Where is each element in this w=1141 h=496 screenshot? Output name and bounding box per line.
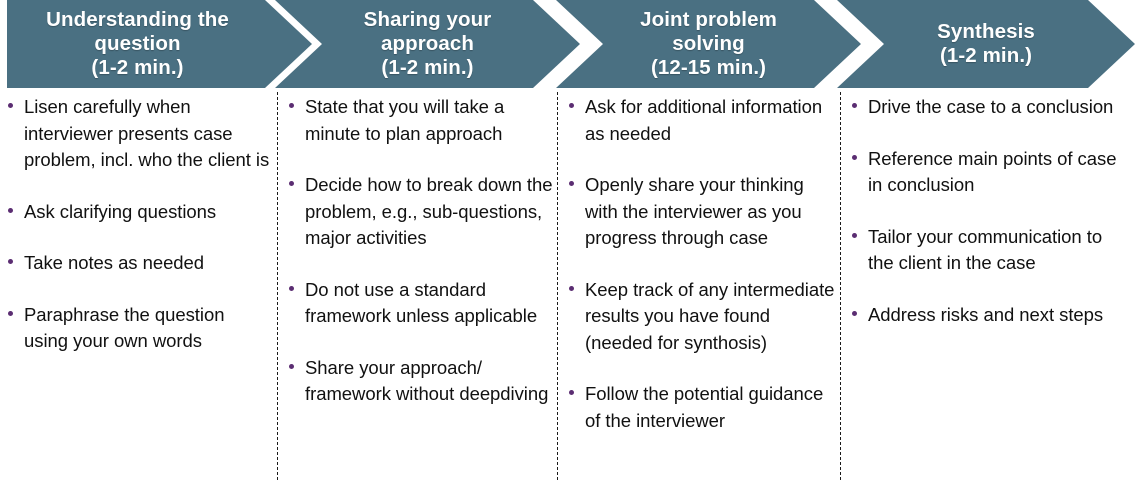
bullet-dot-icon <box>569 390 574 395</box>
list-item-text: State that you will take a minute to pla… <box>305 96 505 144</box>
column-divider-3 <box>840 92 841 480</box>
bullet-dot-icon <box>8 259 13 264</box>
list-item-text: Lisen carefully when interviewer present… <box>24 96 270 170</box>
list-item: Openly share your thinking with the inte… <box>567 172 837 252</box>
phase-column-joint-problem-solving: Ask for additional information as needed… <box>567 94 837 434</box>
bullet-list-4: Drive the case to a conclusion Reference… <box>850 94 1122 328</box>
list-item-text: Follow the potential guidance of the int… <box>585 383 824 431</box>
list-item: Paraphrase the question using your own w… <box>6 302 272 355</box>
bullet-list-1: Lisen carefully when interviewer present… <box>6 94 272 355</box>
phase-chevron-joint-problem-solving[interactable]: Joint problem solving (12-15 min.) <box>556 0 861 88</box>
phase-chevron-understanding-the-question[interactable]: Understanding the question (1-2 min.) <box>7 0 312 88</box>
list-item-text: Tailor your communication to the client … <box>868 225 1103 274</box>
bullet-dot-icon <box>289 363 294 369</box>
list-item: Ask clarifying questions <box>6 199 272 226</box>
bullet-dot-icon <box>8 103 13 108</box>
list-item: Follow the potential guidance of the int… <box>567 381 837 434</box>
list-item-text: Share your approach/ framework without d… <box>305 356 549 405</box>
list-item-text: Keep track of any intermediate results y… <box>585 278 835 353</box>
phase-column-synthesis: Drive the case to a conclusion Reference… <box>850 94 1122 328</box>
phase-column-sharing-your-approach: State that you will take a minute to pla… <box>287 94 555 408</box>
bullet-dot-icon <box>852 103 857 108</box>
bullet-dot-icon <box>852 154 857 160</box>
list-item-text: Paraphrase the question using your own w… <box>24 303 225 352</box>
list-item-text: Ask clarifying questions <box>24 200 217 222</box>
bullet-dot-icon <box>289 181 294 186</box>
list-item: Reference main points of case in conclus… <box>850 146 1122 199</box>
list-item: Keep track of any intermediate results y… <box>567 277 837 357</box>
list-item: Ask for additional information as needed <box>567 94 837 147</box>
phase-chevron-synthesis[interactable]: Synthesis (1-2 min.) <box>837 0 1135 88</box>
bullet-dot-icon <box>569 181 574 186</box>
phase-column-understanding-the-question: Lisen carefully when interviewer present… <box>6 94 272 355</box>
list-item-text: Take notes as needed <box>24 252 205 273</box>
bullet-dot-icon <box>8 207 13 213</box>
bullet-dot-icon <box>569 103 574 108</box>
list-item-text: Do not use a standard framework unless a… <box>305 278 538 327</box>
column-divider-2 <box>557 92 558 480</box>
list-item: Decide how to break down the problem, e.… <box>287 172 555 252</box>
list-item-text: Ask for additional information as needed <box>585 96 823 144</box>
bullet-dot-icon <box>852 232 857 238</box>
list-item: Do not use a standard framework unless a… <box>287 277 555 330</box>
phase-chevron-sharing-your-approach[interactable]: Sharing your approach (1-2 min.) <box>275 0 580 88</box>
phase-header-band: Understanding the question (1-2 min.) Sh… <box>0 0 1141 88</box>
phase-title-1: Understanding the question (1-2 min.) <box>46 8 229 79</box>
list-item: Take notes as needed <box>6 250 272 277</box>
bullet-dot-icon <box>8 310 13 316</box>
bullet-dot-icon <box>289 103 294 108</box>
list-item-text: Decide how to break down the problem, e.… <box>305 174 553 248</box>
column-divider-1 <box>277 92 278 480</box>
list-item: Lisen carefully when interviewer present… <box>6 94 272 174</box>
bullet-dot-icon <box>852 310 857 316</box>
phase-title-3: Joint problem solving (12-15 min.) <box>640 8 777 79</box>
list-item-text: Reference main points of case in conclus… <box>868 147 1117 196</box>
bullet-list-2: State that you will take a minute to pla… <box>287 94 555 408</box>
list-item-text: Address risks and next steps <box>868 303 1104 325</box>
list-item: Drive the case to a conclusion <box>850 94 1122 121</box>
list-item-text: Drive the case to a conclusion <box>868 96 1114 117</box>
list-item: Tailor your communication to the client … <box>850 224 1122 277</box>
bullet-dot-icon <box>289 285 294 291</box>
list-item: Share your approach/ framework without d… <box>287 355 555 408</box>
bullet-list-3: Ask for additional information as needed… <box>567 94 837 434</box>
phase-title-4: Synthesis (1-2 min.) <box>937 20 1035 67</box>
bullet-dot-icon <box>569 285 574 291</box>
list-item: Address risks and next steps <box>850 302 1122 329</box>
list-item-text: Openly share your thinking with the inte… <box>585 174 804 248</box>
list-item: State that you will take a minute to pla… <box>287 94 555 147</box>
phase-title-2: Sharing your approach (1-2 min.) <box>363 8 492 79</box>
